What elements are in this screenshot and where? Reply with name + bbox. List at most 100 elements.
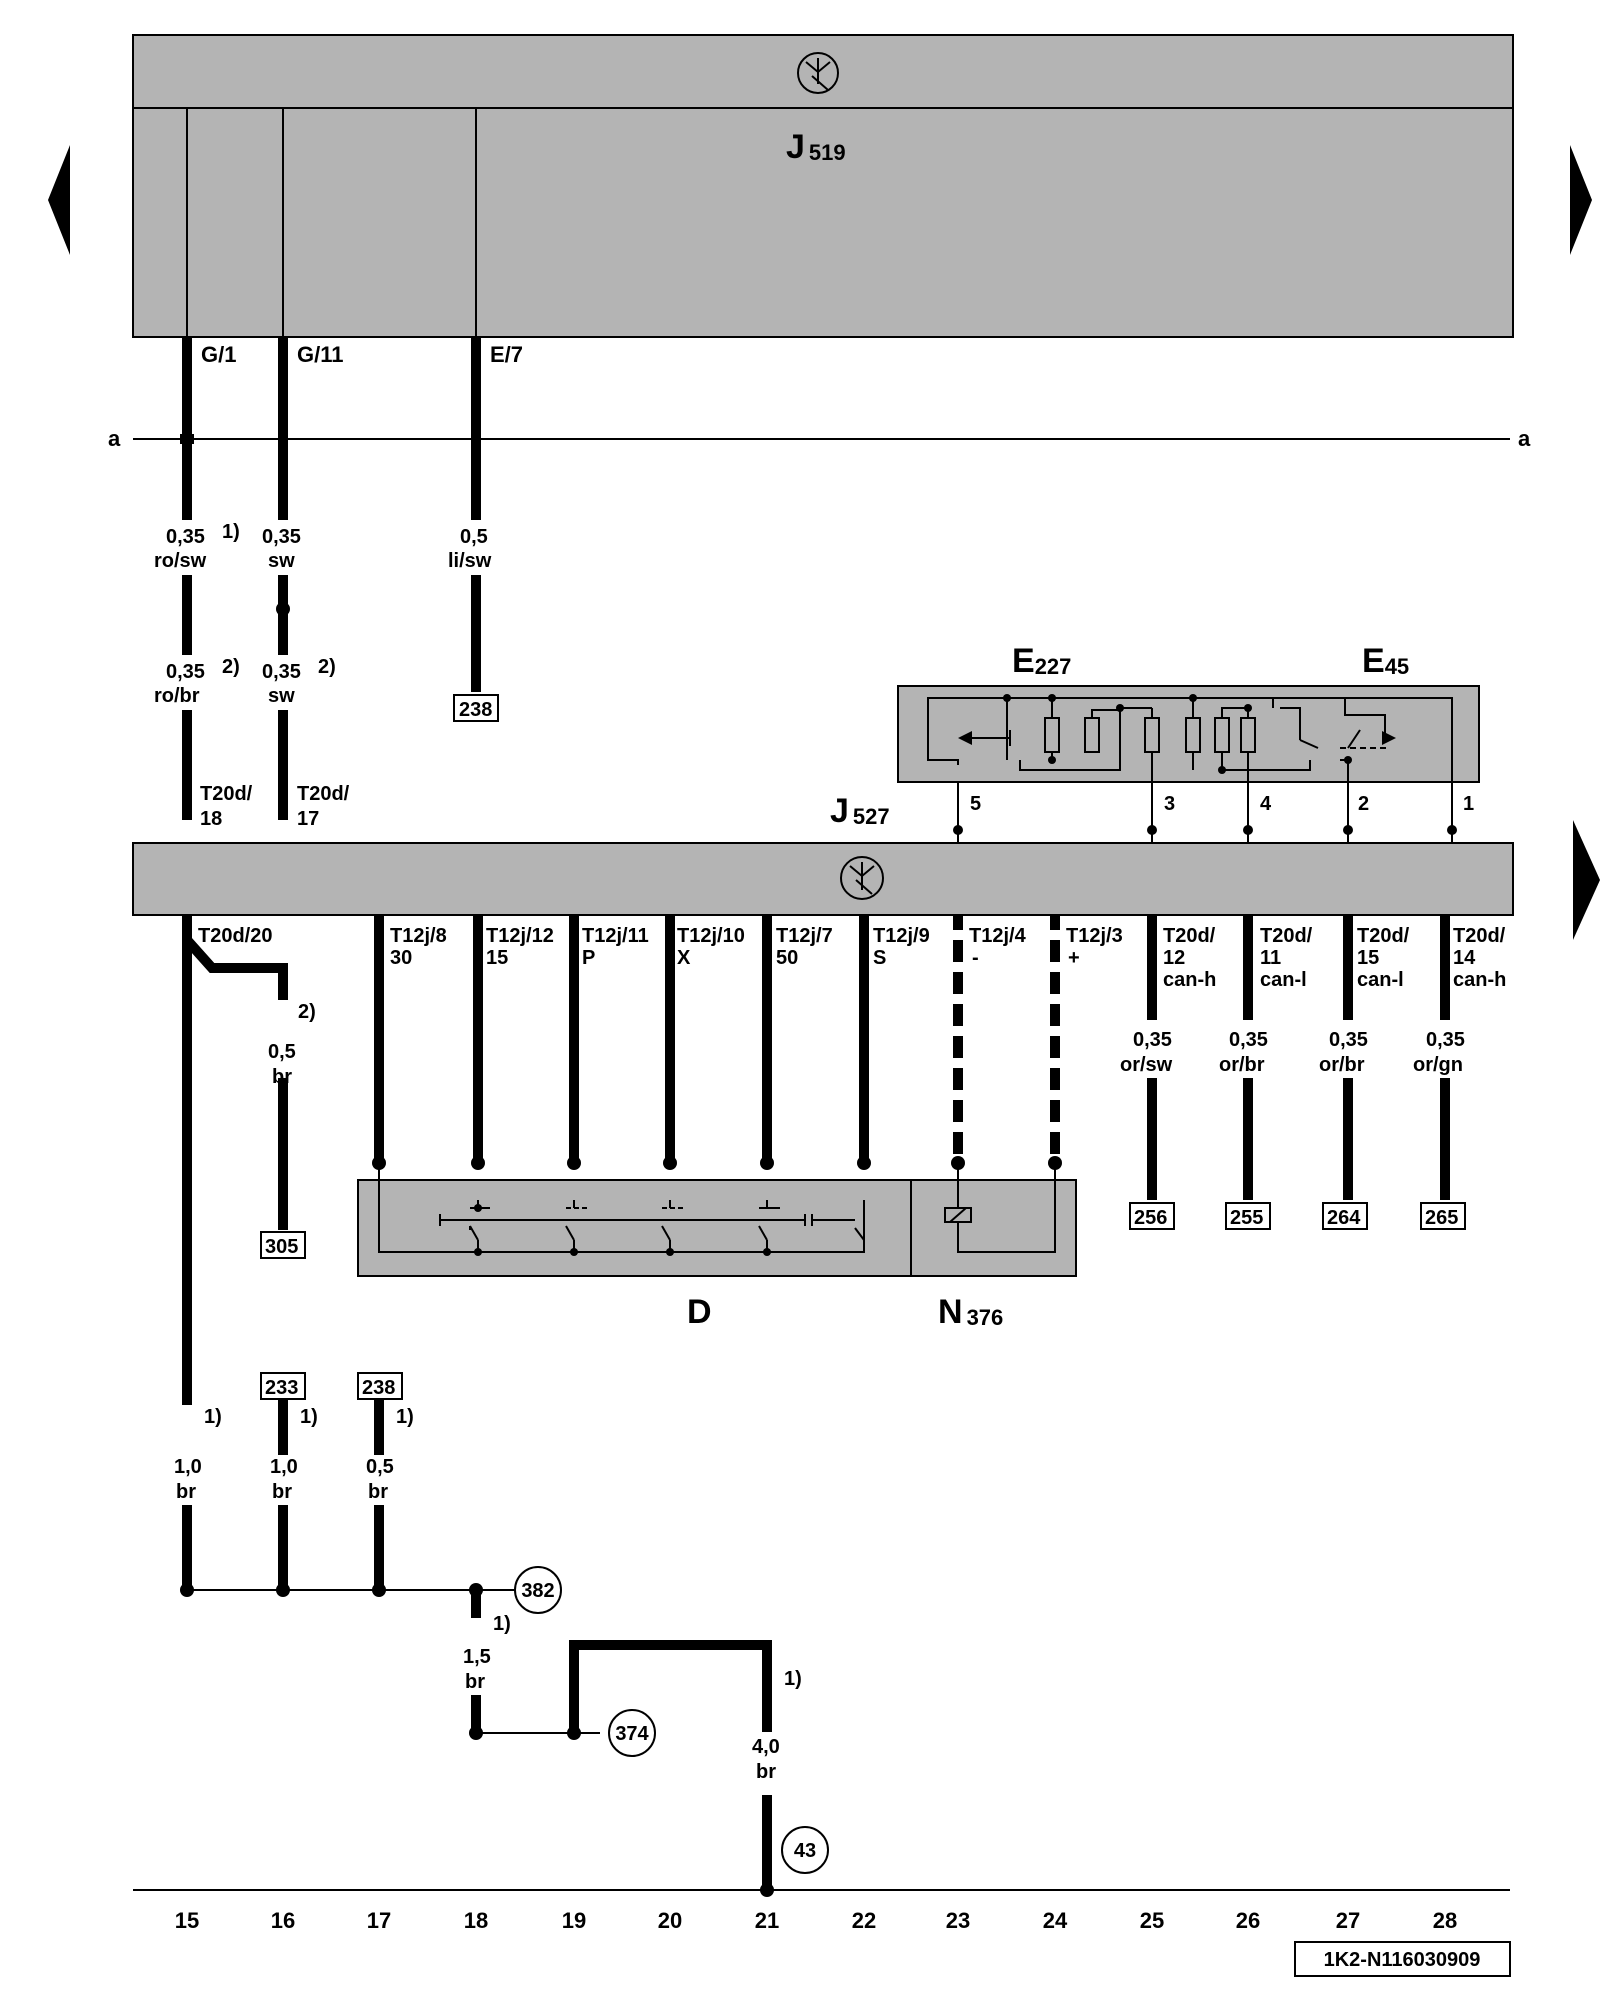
- svg-text:can-l: can-l: [1260, 969, 1307, 991]
- ref-a-right: a: [1518, 426, 1531, 451]
- svg-text:264: 264: [1327, 1207, 1361, 1229]
- svg-text:can-h: can-h: [1453, 969, 1506, 991]
- svg-text:50: 50: [776, 947, 798, 969]
- svg-text:-: -: [972, 947, 979, 969]
- svg-text:27: 27: [1336, 1908, 1360, 1933]
- j527-letter: J: [830, 792, 849, 830]
- wire4-note: 2): [222, 656, 240, 678]
- wire1-size: 0,35: [166, 526, 205, 548]
- svg-text:22: 22: [852, 1908, 876, 1933]
- svg-text:19: 19: [562, 1908, 586, 1933]
- svg-text:can-h: can-h: [1163, 969, 1216, 991]
- e45-number: 45: [1385, 654, 1409, 679]
- e227-number: 227: [1035, 654, 1072, 679]
- control-unit-icon: [840, 856, 884, 900]
- switch-block-e227-e45: E227 E45: [897, 642, 1480, 783]
- svg-text:T20d/: T20d/: [1453, 925, 1506, 947]
- nav-left-arrow[interactable]: [48, 145, 70, 255]
- svg-text:T12j/10: T12j/10: [677, 925, 745, 947]
- branch-size: 0,5: [268, 1041, 296, 1063]
- wire3-color: li/sw: [448, 550, 492, 572]
- svg-text:17: 17: [367, 1908, 391, 1933]
- wire5-note: 2): [318, 656, 336, 678]
- svg-text:18: 18: [464, 1908, 488, 1933]
- can1-color: or/sw: [1120, 1054, 1173, 1076]
- wire5-size: 0,35: [262, 661, 301, 683]
- ref-box-238-top: [453, 694, 499, 722]
- gw2-size: 1,0: [270, 1456, 298, 1478]
- svg-text:T20d/: T20d/: [1357, 925, 1410, 947]
- sw-pin-5: 5: [970, 793, 981, 815]
- svg-text:T20d/: T20d/: [1260, 925, 1313, 947]
- svg-text:255: 255: [1230, 1207, 1263, 1229]
- svg-text:382: 382: [521, 1580, 554, 1602]
- ground-point-374: [608, 1709, 656, 1757]
- e227-letter: E: [1012, 642, 1035, 680]
- wire1-note: 1): [222, 521, 240, 543]
- wire1-color: ro/sw: [154, 550, 207, 572]
- pin-g1: G/1: [201, 342, 236, 367]
- can4-color: or/gn: [1413, 1054, 1463, 1076]
- svg-text:15: 15: [1357, 947, 1379, 969]
- gw4-note: 1): [493, 1613, 511, 1635]
- svg-text:24: 24: [1043, 1908, 1068, 1933]
- nav-right-arrow-top[interactable]: [1570, 145, 1592, 255]
- svg-text:T12j/9: T12j/9: [873, 925, 930, 947]
- ref-box-265: [1420, 1202, 1466, 1230]
- svg-text:256: 256: [1134, 1207, 1167, 1229]
- svg-text:26: 26: [1236, 1908, 1260, 1933]
- nav-right-arrow-bottom[interactable]: [1573, 820, 1600, 940]
- svg-text:43: 43: [794, 1840, 816, 1862]
- gw1-size: 1,0: [174, 1456, 202, 1478]
- gw5-note: 1): [784, 1668, 802, 1690]
- svg-text:can-l: can-l: [1357, 969, 1404, 991]
- j527-lower-pins: T20d/20 T12j/8 30 T12j/12 15 T12j/11 P T…: [198, 925, 1506, 991]
- svg-text:23: 23: [946, 1908, 970, 1933]
- svg-text:12: 12: [1163, 947, 1185, 969]
- wire3-size: 0,5: [460, 526, 488, 548]
- sw-pin-4: 4: [1260, 793, 1272, 815]
- svg-text:20: 20: [658, 1908, 682, 1933]
- e45-letter: E: [1362, 642, 1385, 680]
- can2-size: 0,35: [1229, 1029, 1268, 1051]
- control-unit-icon: [797, 52, 839, 94]
- j519-number: 519: [809, 140, 846, 165]
- gw3-note: 1): [396, 1406, 414, 1428]
- pin-t20d-17-a: T20d/: [297, 783, 350, 805]
- gw4-size: 1,5: [463, 1646, 491, 1668]
- gw3-color: br: [368, 1481, 388, 1503]
- j527-number: 527: [853, 804, 890, 829]
- component-d-ignition-switch: D: [357, 1156, 912, 1331]
- sw-pin-3: 3: [1164, 793, 1175, 815]
- can4-size: 0,35: [1426, 1029, 1465, 1051]
- wire2-color: sw: [268, 550, 295, 572]
- gw1-color: br: [176, 1481, 196, 1503]
- doc-code: 1K2-N116030909: [1324, 1949, 1481, 1971]
- pin-t20d-18-a: T20d/: [200, 783, 253, 805]
- svg-text:233: 233: [265, 1377, 298, 1399]
- svg-text:T20d/20: T20d/20: [198, 925, 272, 947]
- d-label: D: [687, 1293, 712, 1331]
- can2-color: or/br: [1219, 1054, 1265, 1076]
- gw4-color: br: [465, 1671, 485, 1693]
- ref-box-256: [1129, 1202, 1175, 1230]
- pin-t20d-17-b: 17: [297, 808, 319, 830]
- pin-t20d-18-b: 18: [200, 808, 222, 830]
- svg-text:S: S: [873, 947, 886, 969]
- sw-pin-2: 2: [1358, 793, 1369, 815]
- svg-text:T12j/12: T12j/12: [486, 925, 554, 947]
- svg-text:P: P: [582, 947, 595, 969]
- svg-text:T12j/4: T12j/4: [969, 925, 1027, 947]
- upper-wires: [182, 337, 481, 820]
- ref-box-233: [260, 1372, 306, 1400]
- svg-text:15: 15: [486, 947, 508, 969]
- wire4-size: 0,35: [166, 661, 205, 683]
- gw2-color: br: [272, 1481, 292, 1503]
